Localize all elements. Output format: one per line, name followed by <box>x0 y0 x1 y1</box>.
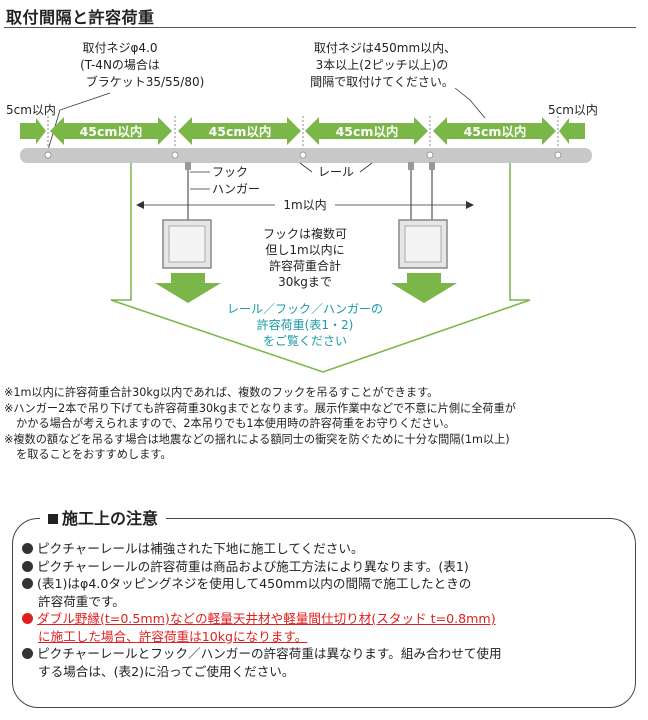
span-arrow-4 <box>433 117 556 145</box>
screw-1 <box>44 151 52 159</box>
hook-right-a <box>408 162 414 170</box>
caution-title: 施工上の注意 <box>40 505 167 529</box>
caution-title-text: 施工上の注意 <box>62 509 159 528</box>
caution-item-text: ピクチャーレールの許容荷重は商品および施工方法により異なります。(表1) <box>37 558 469 574</box>
caution-list: ピクチャーレールは補強された下地に施工してください。 ピクチャーレールの許容荷重… <box>22 540 622 680</box>
caution-item: (表1)はφ4.0タッピングネジを使用して450mm以内の間隔で施工したときの <box>22 575 622 593</box>
span-label-2: 45cm以内 <box>209 124 272 139</box>
caution-item-text-red: ダブル野縁(t=0.5mm)などの軽量天井材や軽量間仕切り材(スタッド t=0.… <box>37 611 496 626</box>
one-meter-arrowhead-right <box>466 201 474 209</box>
screw-leader-line <box>47 92 111 151</box>
caution-item-cont: する場合は、(表2)に沿ってご使用ください。 <box>38 663 295 679</box>
load-text-line3: 許容荷重合計 <box>269 258 341 273</box>
screw-5 <box>554 151 562 159</box>
span-label-4: 45cm以内 <box>464 124 527 139</box>
bullet-dot-icon <box>22 648 33 659</box>
rail-leader <box>299 162 313 173</box>
hook-right-b <box>429 162 435 170</box>
hook-label: フック <box>212 165 248 179</box>
screw-4 <box>426 151 434 159</box>
installation-diagram: 取付ネジφ4.0 (T-4Nの場合は ブラケット35/55/80) 取付ネジは4… <box>6 41 598 373</box>
interval-note-line1: 取付ネジは450mm以内、 <box>314 41 456 55</box>
load-outline-arrow <box>110 160 531 373</box>
interval-note-line2: 3本以上(2ピッチ以上)の <box>316 58 449 72</box>
edge-label-left: 5cm以内 <box>6 103 56 117</box>
load-text-line2: 但し1m以内に <box>265 243 344 257</box>
one-meter-label: 1m以内 <box>283 198 326 212</box>
bullet-dot-icon <box>22 543 33 554</box>
one-meter-arrowhead-left <box>136 201 144 209</box>
interval-leader-line <box>454 87 486 119</box>
caution-item-cont-red: に施工した場合、許容荷重は10kgになります。 <box>22 628 622 646</box>
bullet-dot-icon <box>22 560 33 572</box>
span-label-1: 45cm以内 <box>80 124 143 139</box>
caution-item-cont: 許容荷重です。 <box>38 593 125 609</box>
span-arrow-2 <box>178 117 301 145</box>
reference-text-line3: をご覧ください <box>263 333 347 348</box>
bullet-dot-icon <box>22 578 33 589</box>
screw-2 <box>171 151 179 159</box>
caution-item-text: ピクチャーレールとフック／ハンガーの許容荷重は異なります。組み合わせて使用 <box>37 646 502 661</box>
caution-item-highlight: ダブル野縁(t=0.5mm)などの軽量天井材や軽量間仕切り材(スタッド t=0.… <box>22 610 622 628</box>
load-arrow-right <box>391 273 457 303</box>
frame-left-inner <box>168 225 206 263</box>
screw-3 <box>299 151 307 159</box>
hook-left <box>185 162 191 170</box>
screw-note-line3: ブラケット35/55/80) <box>86 74 205 89</box>
caution-item: ピクチャーレールは補強された下地に施工してください。 <box>22 540 622 558</box>
caution-box <box>12 518 636 708</box>
note-3-cont: を取ることをおすすめします。 <box>16 448 172 461</box>
caution-item-text: (表1)はφ4.0タッピングネジを使用して450mm以内の間隔で施工したときの <box>37 576 472 591</box>
edge-label-right: 5cm以内 <box>548 103 598 117</box>
reference-text-line2: 許容荷重(表1・2) <box>257 317 354 332</box>
rail-label: レール <box>318 165 354 179</box>
screw-note-line2: (T-4Nの場合は <box>80 57 160 72</box>
square-bullet-icon <box>48 514 58 524</box>
span-arrow-1 <box>50 117 172 145</box>
screw-note-line1: 取付ネジφ4.0 <box>82 41 157 55</box>
edge-arrow-right <box>559 118 585 144</box>
caution-item-cont-red-text: に施工した場合、許容荷重は10kgになります。 <box>38 628 308 644</box>
load-text-line1: フックは複数可 <box>263 226 347 241</box>
edge-arrow-left <box>20 118 46 144</box>
hanger-label: ハンガー <box>212 182 260 196</box>
caution-item: ピクチャーレールとフック／ハンガーの許容荷重は異なります。組み合わせて使用 <box>22 645 622 663</box>
load-arrow-left <box>155 273 221 303</box>
note-1: ※1m以内に許容荷重合計30kg以内であれば、複数のフックを吊るすことができます… <box>4 386 439 399</box>
note-2-cont: かかる場合が考えられますので、2本吊りでも1本使用時の許容荷重をお守りください。 <box>16 417 455 430</box>
reference-text-line1: レール／フック／ハンガーの <box>227 302 383 316</box>
span-label-3: 45cm以内 <box>336 124 399 139</box>
notes: ※1m以内に許容荷重合計30kg以内であれば、複数のフックを吊るすことができます… <box>4 385 634 463</box>
load-text-line4: 30kgまで <box>278 275 332 289</box>
bullet-dot-red-icon <box>22 613 33 624</box>
caution-item: ピクチャーレールの許容荷重は商品および施工方法により異なります。(表1) <box>22 558 622 576</box>
note-2: ※ハンガー2本で吊り下げても許容荷重30kgまでとなります。展示作業中などで不意… <box>4 401 516 415</box>
span-arrow-3 <box>305 117 428 145</box>
interval-note-line3: 間隔で取付けてください。 <box>310 75 454 89</box>
caution-item-text: ピクチャーレールは補強された下地に施工してください。 <box>37 541 364 556</box>
note-3: ※複数の額などを吊るす場合は地震などの揺れによる額同士の衝突を防ぐために十分な間… <box>4 432 510 446</box>
title-divider <box>4 27 636 28</box>
page-title: 取付間隔と許容荷重 <box>6 8 155 27</box>
frame-right-inner <box>404 225 442 263</box>
rail-leader-2 <box>359 162 373 173</box>
